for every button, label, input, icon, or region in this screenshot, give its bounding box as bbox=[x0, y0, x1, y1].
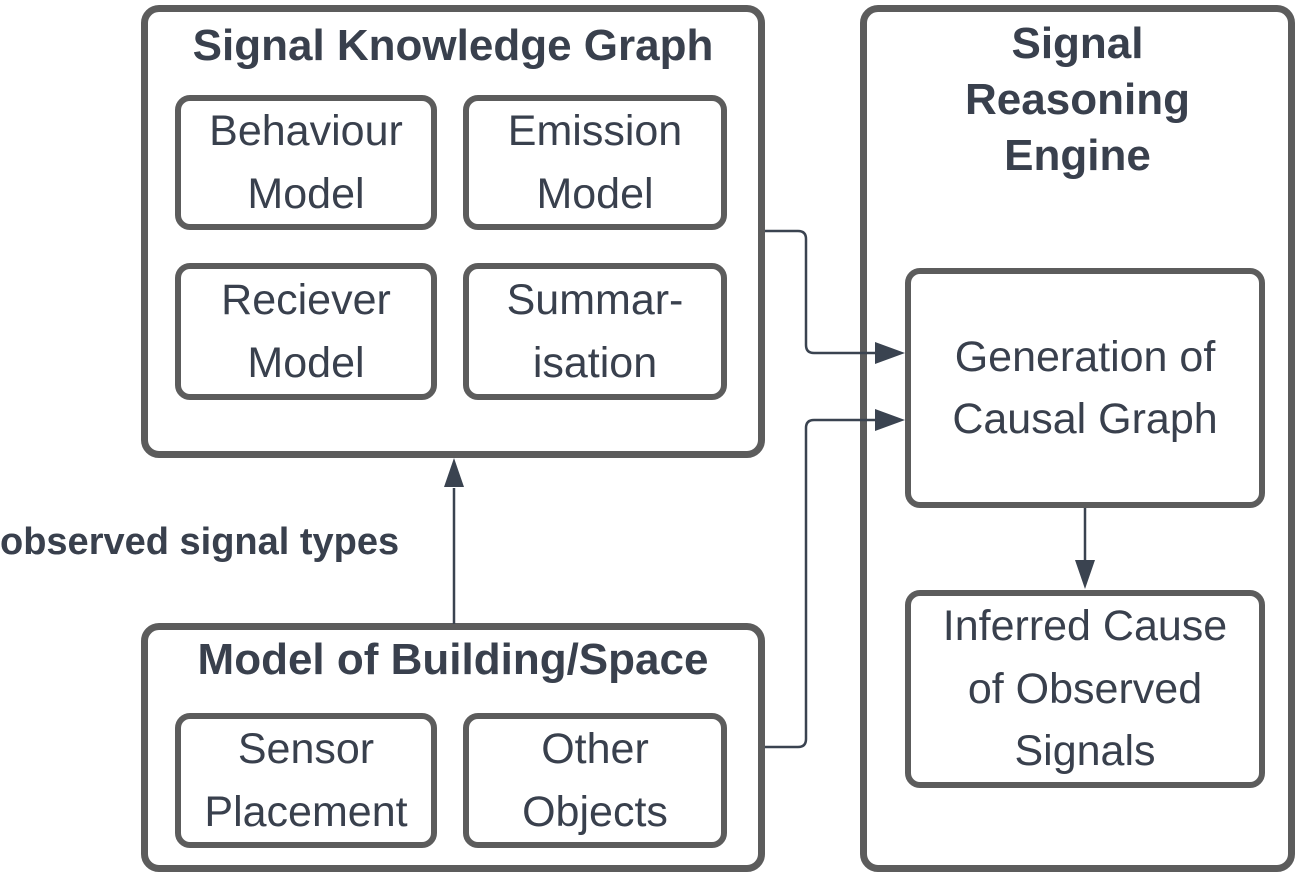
node-reciever-model: Reciever Model bbox=[175, 263, 437, 400]
group-signal-reasoning-engine: Signal Reasoning Engine Generation of Ca… bbox=[860, 5, 1295, 872]
group-title-model-of-building-space: Model of Building/Space bbox=[197, 635, 709, 684]
node-behaviour-model: Behaviour Model bbox=[175, 95, 437, 230]
edge-label-observed-signal-types: observed signal types bbox=[0, 521, 400, 563]
group-signal-knowledge-graph: Signal Knowledge Graph Behaviour Model E… bbox=[141, 5, 765, 458]
node-emission-model: Emission Model bbox=[463, 95, 727, 230]
group-title-signal-knowledge-graph: Signal Knowledge Graph bbox=[192, 21, 714, 70]
group-model-of-building-space: Model of Building/Space Sensor Placement… bbox=[141, 623, 765, 872]
node-other-objects: Other Objects bbox=[463, 713, 727, 848]
node-inferred-cause-of-observed-signals: Inferred Cause of Observed Signals bbox=[905, 590, 1265, 788]
node-sensor-placement: Sensor Placement bbox=[175, 713, 437, 848]
group-title-signal-reasoning-engine: Signal Reasoning Engine bbox=[965, 19, 1190, 180]
arrow-mob-to-skg bbox=[444, 458, 464, 624]
node-generation-of-causal-graph: Generation of Causal Graph bbox=[905, 268, 1265, 508]
node-summarisation: Summar- isation bbox=[463, 263, 727, 400]
